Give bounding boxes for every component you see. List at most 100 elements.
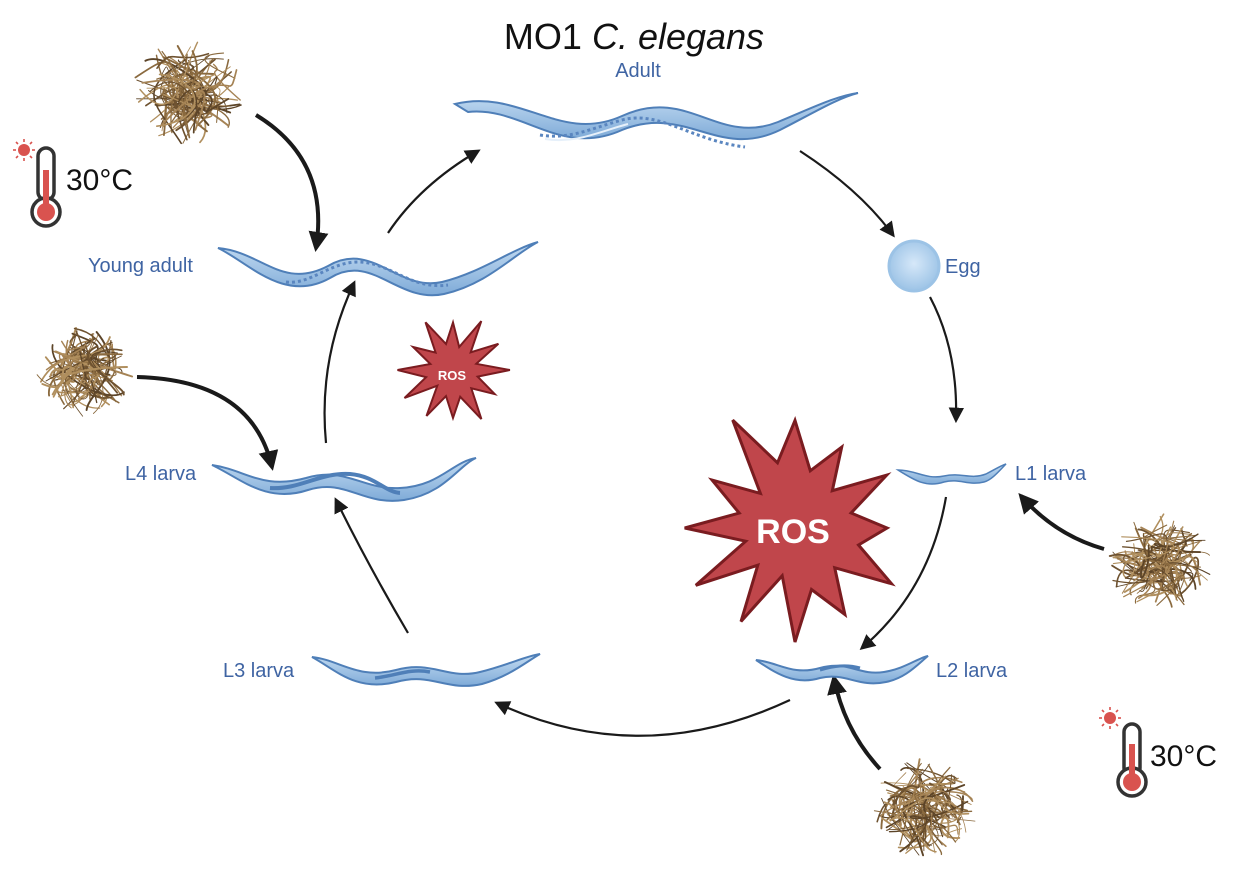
fiber-strand: [170, 46, 191, 89]
label-egg: Egg: [945, 256, 981, 278]
fiber-strand: [153, 59, 186, 145]
fiber-strand: [1139, 568, 1179, 592]
fiber-strand: [205, 93, 230, 113]
fiber-strand: [1153, 533, 1199, 553]
fiber-strand: [929, 774, 953, 846]
label-adult: Adult: [615, 60, 661, 82]
fiber-strand: [182, 50, 198, 126]
fiber-strand: [906, 780, 941, 821]
fiber-strand: [212, 63, 241, 101]
fiber-strand: [45, 346, 84, 371]
fiber-strand: [84, 348, 123, 399]
fiber-strand: [1110, 551, 1158, 581]
worm-l4: [211, 457, 477, 502]
fiber-strand: [1166, 574, 1185, 600]
fiber-strand: [90, 366, 123, 384]
fiber-strand: [889, 817, 937, 853]
microfiber-clump-bottom: [873, 758, 976, 857]
fiber-strand: [1140, 544, 1150, 579]
fiber-strand: [1141, 550, 1184, 589]
fiber-strand: [906, 767, 956, 785]
arrow-fiber-to-l2: [827, 674, 882, 771]
worm-l1: [895, 463, 1007, 485]
fiber-strand: [184, 75, 211, 124]
fiber-strand: [64, 378, 94, 409]
fiber-strand: [887, 763, 938, 831]
fiber-strand: [78, 348, 98, 404]
fiber-strand: [1161, 520, 1177, 565]
fiber-strand: [1112, 536, 1175, 565]
ros-burst-small: ROS: [397, 318, 511, 422]
fiber-strand: [204, 52, 236, 80]
fiber-strand: [57, 366, 128, 380]
label-l3: L3 larva: [223, 660, 295, 682]
fiber-strand: [894, 772, 966, 793]
microfiber-clump-right: [1108, 513, 1211, 608]
arrow-l2-to-l3: [494, 699, 791, 737]
fiber-strand: [162, 88, 181, 137]
microfiber-clump-left: [36, 327, 134, 417]
fiber-strand: [162, 56, 216, 126]
worm-adult: [452, 92, 859, 149]
fiber-strand: [1122, 554, 1178, 602]
fiber-strand: [155, 73, 196, 128]
ros-small-label: ROS: [438, 368, 467, 383]
fiber-strand: [906, 809, 925, 852]
sun-icon: [13, 139, 35, 161]
fiber-strand: [188, 69, 238, 98]
arrow-fiber-to-l4: [136, 375, 279, 471]
ros-burst-large: ROS: [684, 415, 896, 643]
arrow-egg-to-l1: [929, 296, 965, 424]
fiber-strand: [885, 814, 952, 832]
fiber-strand: [149, 81, 207, 101]
fiber-strand: [930, 786, 972, 818]
fiber-strand: [1132, 545, 1202, 577]
label-l4: L4 larva: [125, 463, 197, 485]
egg: [887, 239, 941, 293]
fiber-strand: [899, 792, 935, 853]
arrow-fiber-to-young-adult: [254, 113, 329, 252]
fiber-strand: [886, 810, 963, 837]
label-l1: L1 larva: [1015, 463, 1087, 485]
stressor-arrows: [136, 113, 1105, 771]
fiber-strand: [1131, 551, 1152, 599]
fiber-strand: [901, 790, 973, 830]
thermometer-bottom-right: [1099, 707, 1148, 798]
fiber-strand: [1121, 536, 1158, 561]
fiber-strand: [39, 336, 111, 383]
worm-l2: [755, 655, 929, 685]
fiber-strand: [1169, 544, 1208, 581]
fiber-strand: [163, 73, 216, 108]
temperature-bottom-right: 30°C: [1150, 740, 1217, 773]
fiber-strand: [73, 327, 118, 359]
fiber-strand: [1108, 553, 1142, 577]
fiber-strand: [1147, 526, 1184, 587]
fiber-strand: [940, 816, 961, 839]
fiber-strand: [886, 805, 926, 838]
fiber-strand: [880, 777, 959, 818]
thermometer-icon: [30, 146, 62, 228]
fiber-strand: [161, 90, 206, 131]
fiber-strand: [173, 86, 202, 115]
label-young-adult: Young adult: [88, 255, 193, 277]
fiber-strand: [55, 350, 100, 384]
temperature-top-left: 30°C: [66, 164, 133, 197]
diagram-title: MO1 C. elegans: [504, 16, 764, 57]
fiber-strand: [87, 345, 125, 396]
thermometer-top-left: [13, 139, 62, 228]
fiber-strand: [1128, 565, 1167, 582]
fiber-strand: [889, 797, 970, 822]
fiber-strand: [1123, 540, 1201, 598]
worm-l3: [311, 653, 541, 687]
thermometer-icon: [1116, 722, 1148, 798]
fiber-strand: [156, 52, 210, 69]
fiber-strand: [51, 344, 125, 397]
arrow-young-adult-to-adult: [387, 149, 481, 234]
worm-young-adult: [217, 241, 539, 297]
lifecycle-arrows: [323, 149, 965, 737]
arrow-l3-to-l4: [334, 497, 409, 634]
fiber-strand: [91, 351, 118, 372]
arrow-l4-to-young-adult: [323, 280, 356, 444]
fiber-strand: [888, 809, 940, 833]
